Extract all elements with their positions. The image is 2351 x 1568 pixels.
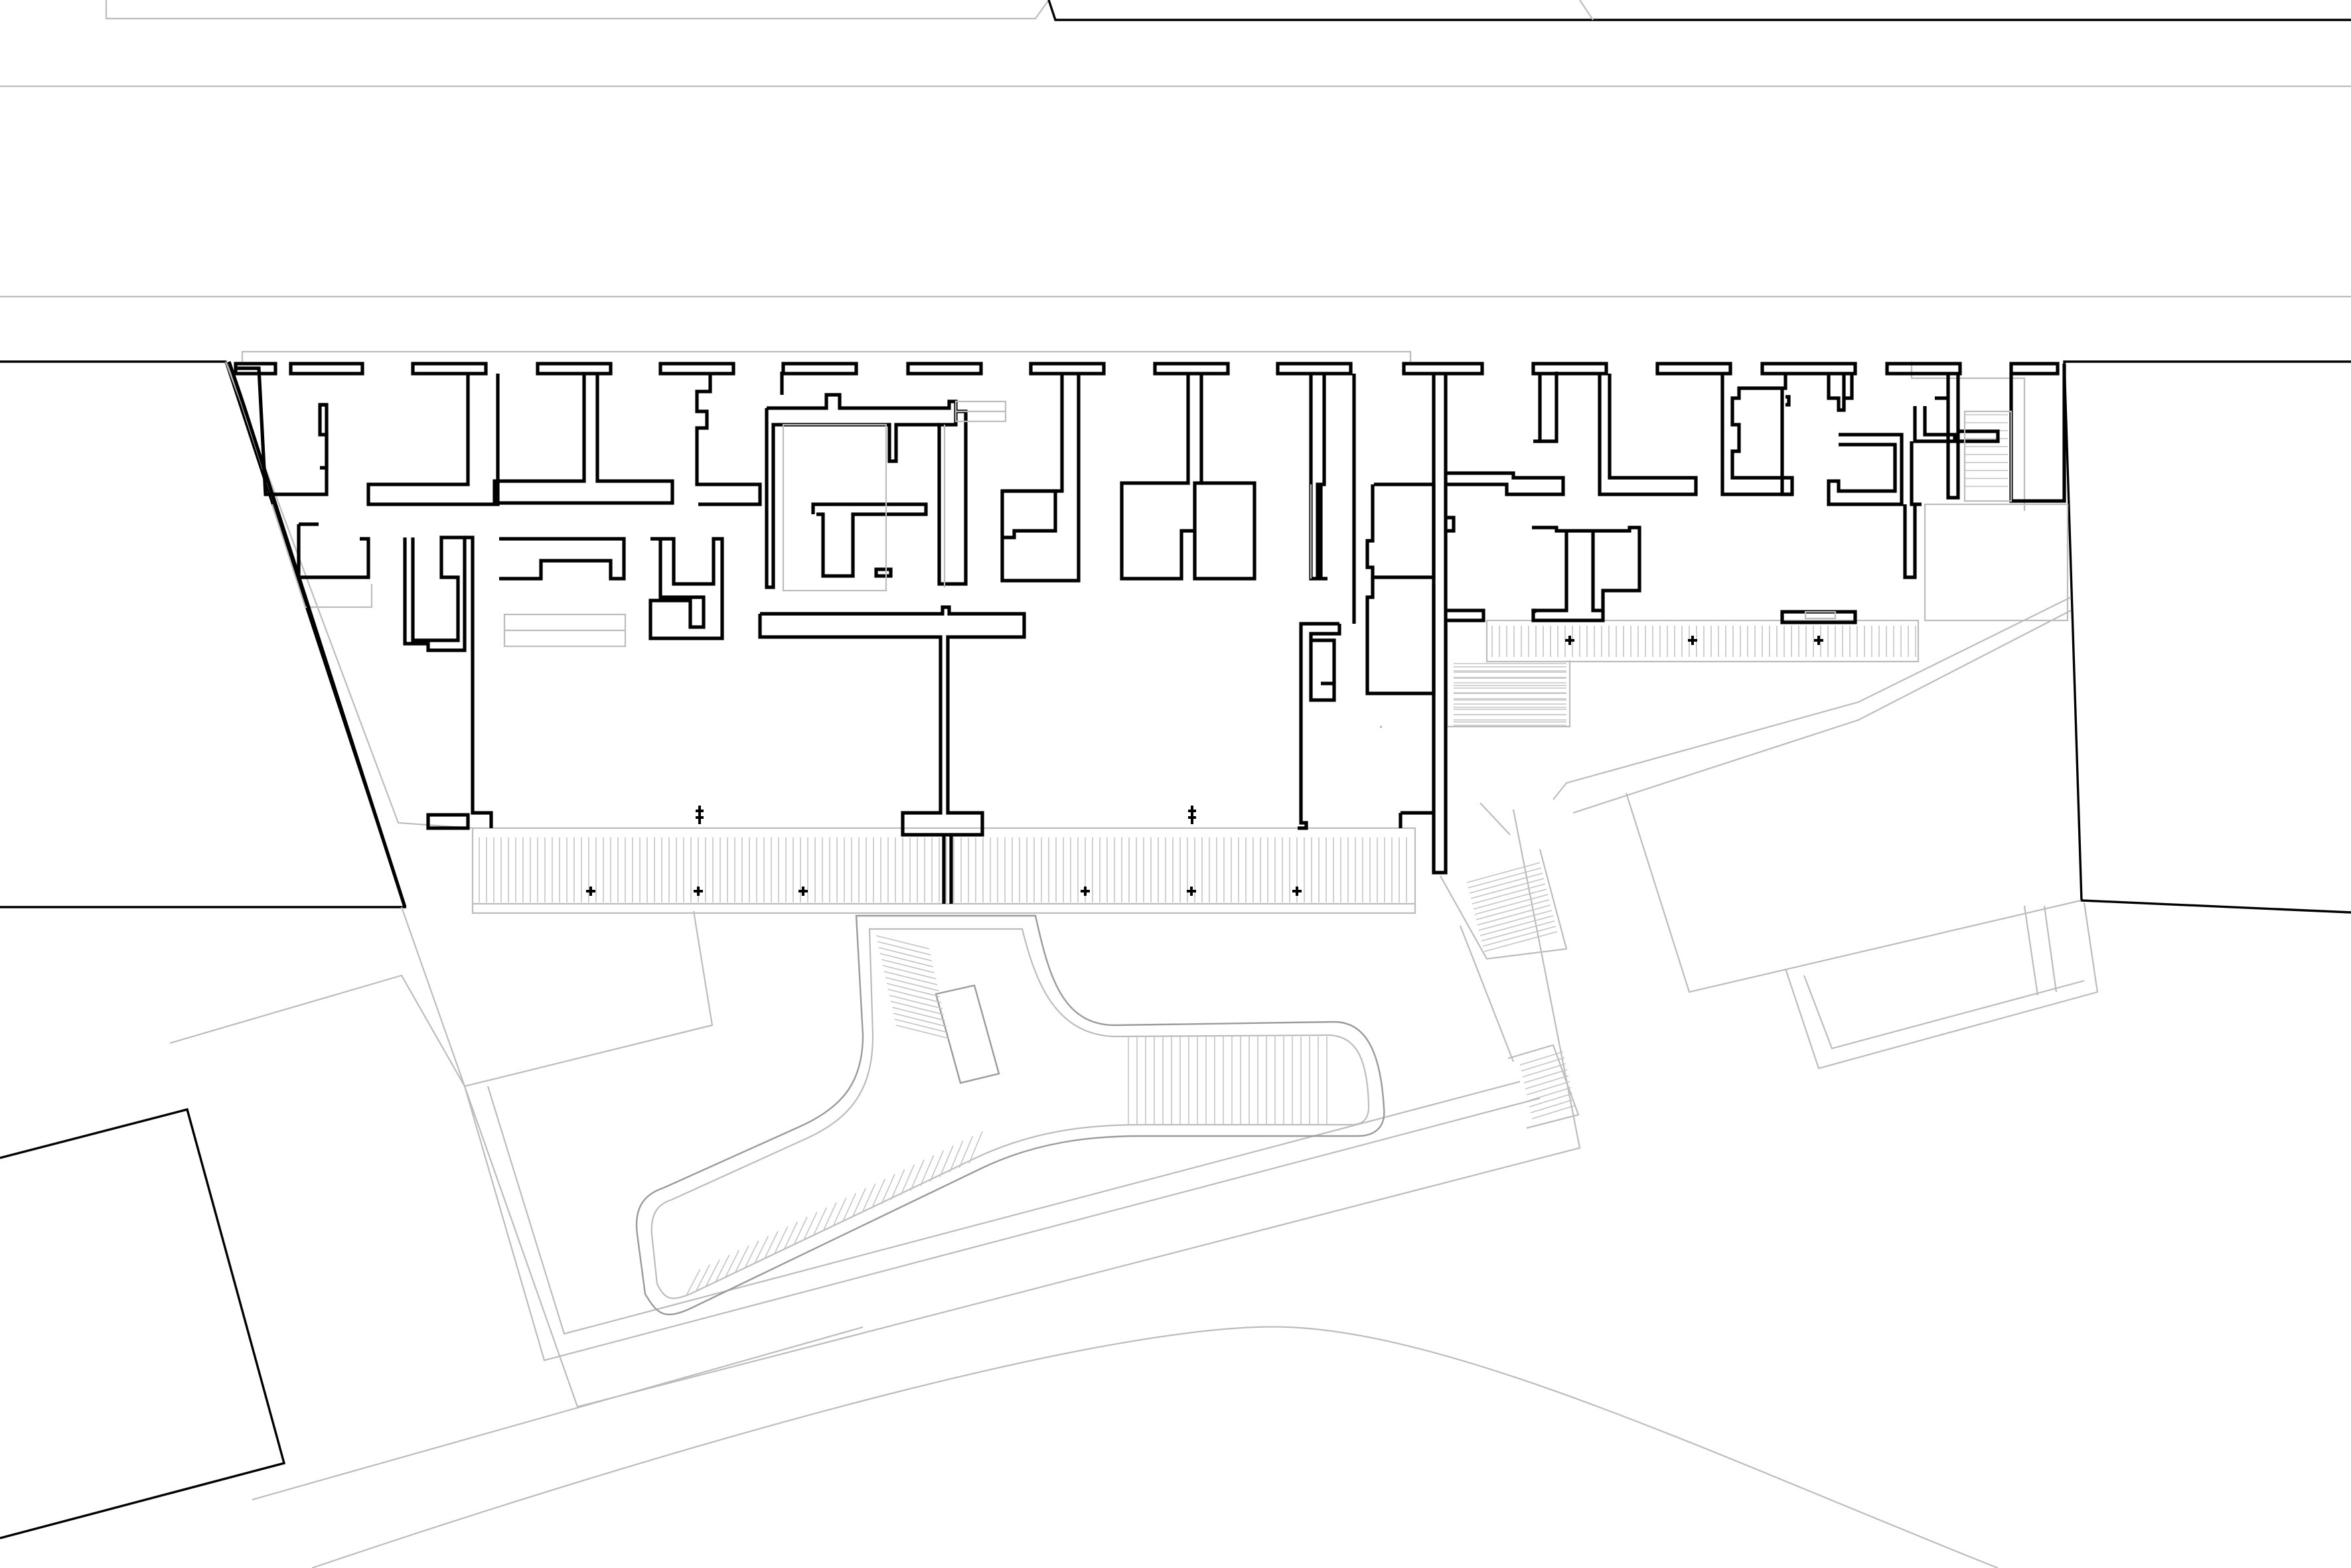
- hatch-line: [878, 947, 933, 962]
- hatch-line: [861, 1183, 876, 1214]
- hatch-line: [877, 941, 931, 956]
- hatch-line: [890, 1001, 945, 1015]
- hatch-line: [910, 1159, 925, 1191]
- hatch-line: [783, 1221, 798, 1250]
- hatch-line: [696, 1264, 711, 1291]
- hatch-line: [882, 965, 937, 979]
- hatch-line: [1482, 926, 1556, 947]
- rear-terrace: [1446, 619, 1920, 728]
- hatch-line: [893, 1013, 947, 1027]
- hatch-line: [1472, 883, 1546, 904]
- hatch-line: [1526, 1081, 1570, 1096]
- landscape-lines: [169, 597, 2099, 1568]
- hatch-line: [1525, 1075, 1569, 1090]
- hatch-line: [686, 1269, 701, 1295]
- hatch-line: [900, 1164, 915, 1196]
- hatch-line: [1468, 867, 1542, 889]
- hatch-line: [883, 971, 938, 985]
- hatch-line: [812, 1207, 828, 1236]
- hatch-line: [1519, 1051, 1564, 1066]
- terrace-column-marks: [586, 887, 1302, 896]
- hatch-line: [754, 1236, 769, 1263]
- hatch-line: [968, 1131, 983, 1164]
- hatch-line: [929, 1150, 945, 1182]
- street-lines: [0, 0, 2351, 298]
- hatch-line: [1522, 1063, 1566, 1078]
- hatch-line: [1483, 931, 1558, 952]
- hatch-line: [919, 1155, 935, 1186]
- hatch-line: [881, 1174, 895, 1204]
- hatch-line: [895, 1025, 950, 1039]
- structural-walls: [227, 361, 2066, 908]
- hatch-line: [832, 1197, 847, 1228]
- hatch-line: [1466, 862, 1541, 883]
- hatch-line: [885, 977, 939, 991]
- hatch-line: [852, 1188, 866, 1218]
- hatch-line: [1481, 920, 1555, 942]
- hatch-line: [958, 1135, 974, 1169]
- hatch-line: [1529, 1093, 1573, 1107]
- hatch-line: [802, 1212, 818, 1241]
- hatch-line: [948, 1141, 964, 1173]
- hatch-line: [725, 1249, 740, 1277]
- hatch-line: [871, 1178, 886, 1209]
- hatch-line: [886, 983, 941, 997]
- hatch-line: [890, 1169, 905, 1200]
- hatch-line: [894, 1019, 948, 1033]
- hatch-line: [1479, 915, 1554, 936]
- neighbor-buildings: [0, 360, 2351, 1539]
- hatch-line: [1469, 873, 1543, 894]
- hatch-line: [706, 1259, 720, 1286]
- interior-partitions: [503, 400, 2069, 729]
- hatch-line: [1470, 878, 1545, 899]
- hatch-line: [875, 935, 930, 950]
- interior-column-marks: [696, 806, 1196, 824]
- hatch-line: [735, 1245, 749, 1273]
- building-envelope: [224, 350, 2026, 829]
- hatch-line: [793, 1216, 808, 1246]
- hatch-line: [1476, 899, 1550, 920]
- hatch-line: [744, 1240, 759, 1268]
- hatch-line: [939, 1145, 954, 1177]
- hatch-line: [887, 989, 942, 1003]
- hatch-line: [764, 1231, 779, 1259]
- hatch-line: [773, 1226, 789, 1255]
- hatch-line: [1473, 889, 1547, 910]
- hatch-line: [1521, 1057, 1565, 1072]
- hatch-line: [1523, 1069, 1568, 1084]
- hatch-line: [715, 1254, 730, 1282]
- front-terrace: [471, 827, 1416, 914]
- hatch-line: [1478, 910, 1553, 931]
- hatch-line: [822, 1202, 837, 1232]
- hatch-line: [889, 995, 943, 1009]
- central-curved-stair: [635, 914, 1385, 1316]
- right-exterior-stairs: [1440, 414, 2008, 1129]
- hatch-line: [1530, 1099, 1574, 1113]
- hatch-line: [891, 1007, 946, 1021]
- hatch-line: [879, 953, 934, 967]
- hatch-line: [842, 1192, 857, 1223]
- hatch-line: [1474, 894, 1549, 915]
- hatch-line: [1531, 1105, 1576, 1119]
- hatch-line: [1527, 1087, 1572, 1102]
- hatch-line: [1477, 904, 1551, 926]
- hatch-line: [881, 959, 935, 973]
